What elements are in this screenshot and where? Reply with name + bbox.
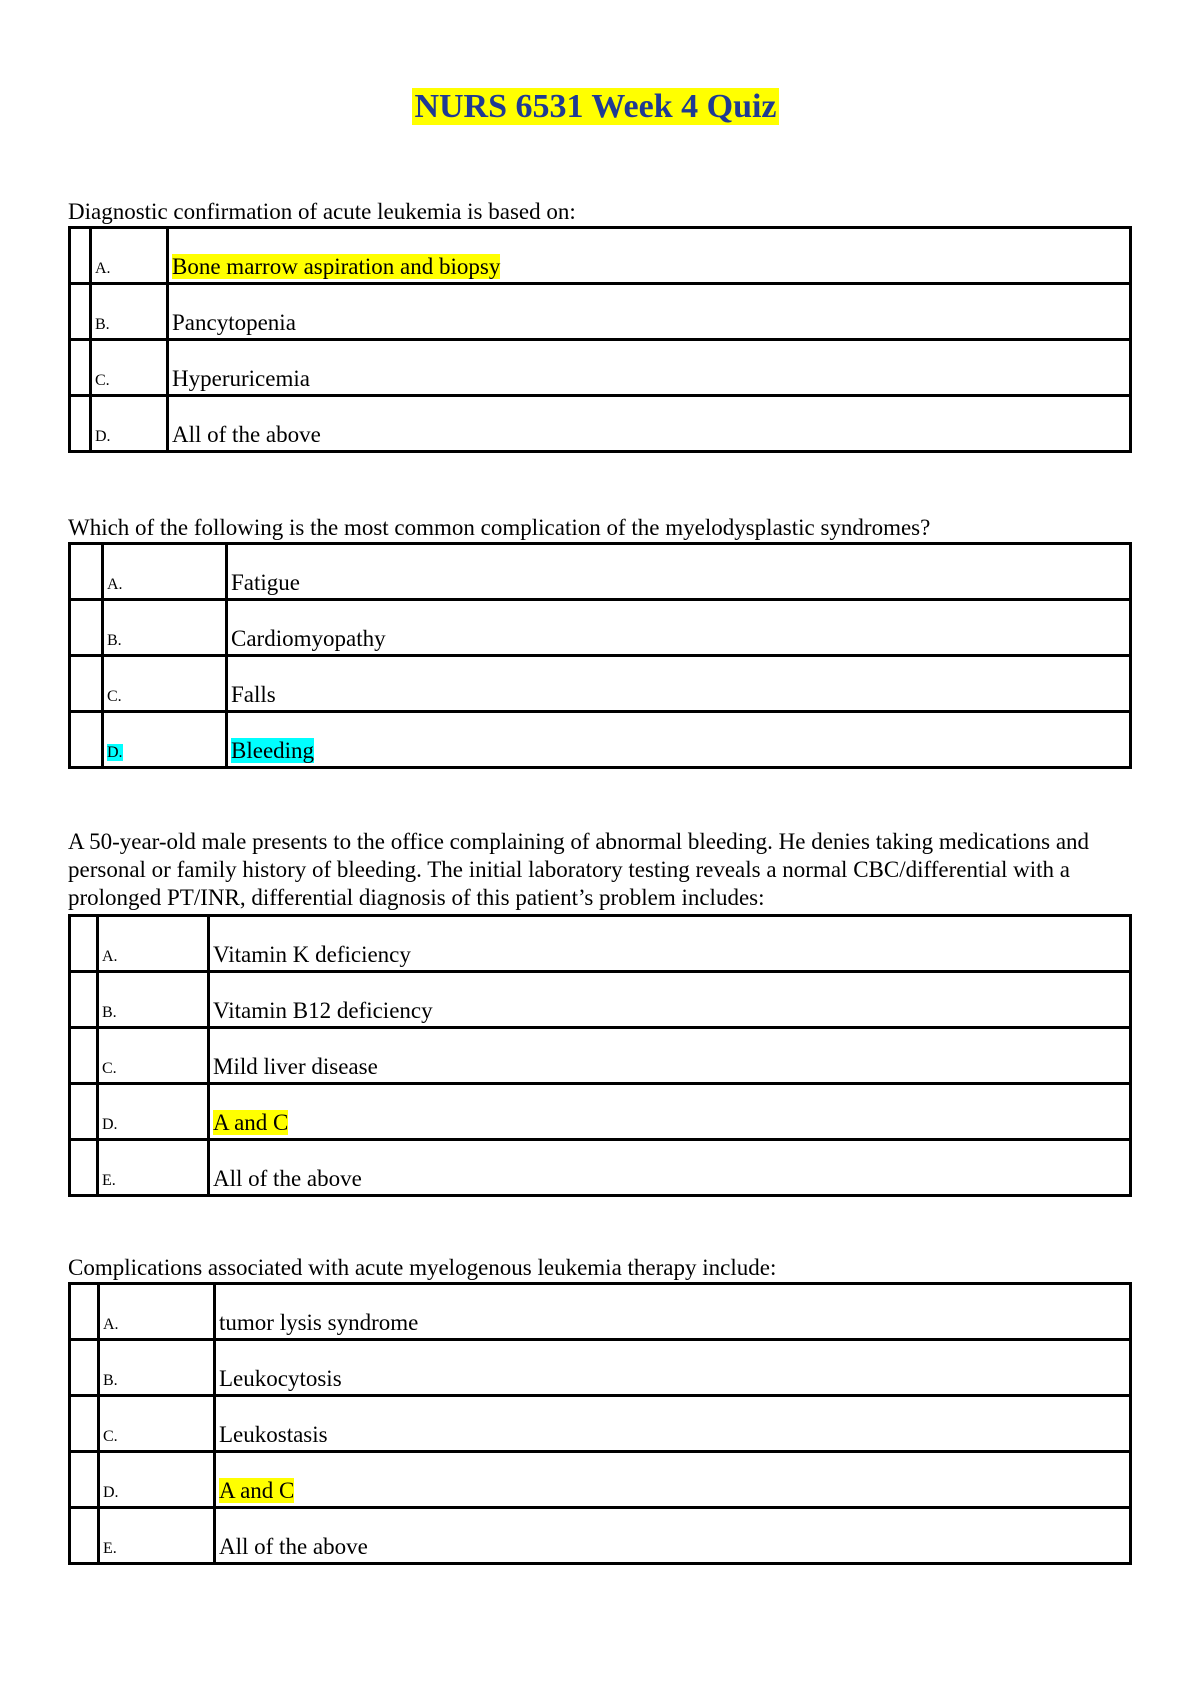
option-text: Falls <box>225 654 1132 713</box>
option-text: Fatigue <box>225 542 1132 601</box>
option-letter: E. <box>96 1138 210 1197</box>
option-row[interactable]: A. Bone marrow aspiration and biopsy <box>68 226 1132 285</box>
option-letter: A. <box>96 914 210 973</box>
option-text: Bone marrow aspiration and biopsy <box>166 226 1132 285</box>
question-4-options: A. tumor lysis syndrome B. Leukocytosis … <box>68 1282 1132 1565</box>
option-letter: A. <box>89 226 169 285</box>
answer-highlight: Bone marrow aspiration and biopsy <box>172 254 501 279</box>
option-letter: A. <box>101 542 228 601</box>
option-text: Leukocytosis <box>213 1338 1132 1397</box>
option-row[interactable]: C. Falls <box>68 654 1132 713</box>
option-row[interactable]: D. Bleeding <box>68 710 1132 769</box>
option-text: Leukostasis <box>213 1394 1132 1453</box>
question-3-prompt: A 50-year-old male presents to the offic… <box>68 829 1090 910</box>
option-letter: D. <box>89 394 169 453</box>
option-letter: A. <box>97 1282 216 1341</box>
option-letter: C. <box>89 338 169 397</box>
option-row[interactable]: A. Fatigue <box>68 542 1132 601</box>
option-text: A and C <box>207 1082 1132 1141</box>
option-row[interactable]: B. Leukocytosis <box>68 1338 1132 1397</box>
option-row[interactable]: C. Hyperuricemia <box>68 338 1132 397</box>
option-text: Pancytopenia <box>166 282 1132 341</box>
option-text: All of the above <box>166 394 1132 453</box>
question-4-prompt: Complications associated with acute myel… <box>68 1255 777 1280</box>
option-row[interactable]: A. Vitamin K deficiency <box>68 914 1132 973</box>
option-letter: B. <box>97 1338 216 1397</box>
option-text: Vitamin K deficiency <box>207 914 1132 973</box>
question-2-options: A. Fatigue B. Cardiomyopathy C. Falls D.… <box>68 542 1132 769</box>
answer-highlight: A and C <box>213 1110 289 1135</box>
answer-highlight: Bleeding <box>231 738 315 763</box>
option-text: Cardiomyopathy <box>225 598 1132 657</box>
option-text: A and C <box>213 1450 1132 1509</box>
option-letter: C. <box>97 1394 216 1453</box>
page-title: NURS 6531 Week 4 Quiz <box>0 87 1191 127</box>
question-1-options: A. Bone marrow aspiration and biopsy B. … <box>68 226 1132 453</box>
option-letter: D. <box>97 1450 216 1509</box>
option-letter: B. <box>96 970 210 1029</box>
question-3-options: A. Vitamin K deficiency B. Vitamin B12 d… <box>68 914 1132 1197</box>
option-text: Hyperuricemia <box>166 338 1132 397</box>
answer-highlight: D. <box>107 744 123 761</box>
option-letter: C. <box>96 1026 210 1085</box>
option-row[interactable]: D. A and C <box>68 1450 1132 1509</box>
option-letter: B. <box>101 598 228 657</box>
option-row[interactable]: C. Mild liver disease <box>68 1026 1132 1085</box>
option-row[interactable]: E. All of the above <box>68 1138 1132 1197</box>
option-text: tumor lysis syndrome <box>213 1282 1132 1341</box>
option-row[interactable]: D. All of the above <box>68 394 1132 453</box>
option-letter: D. <box>101 710 228 769</box>
option-letter: E. <box>97 1506 216 1565</box>
option-row[interactable]: C. Leukostasis <box>68 1394 1132 1453</box>
option-letter: D. <box>96 1082 210 1141</box>
option-row[interactable]: B. Cardiomyopathy <box>68 598 1132 657</box>
option-text: Bleeding <box>225 710 1132 769</box>
option-row[interactable]: A. tumor lysis syndrome <box>68 1282 1132 1341</box>
option-text: All of the above <box>207 1138 1132 1197</box>
option-text: Vitamin B12 deficiency <box>207 970 1132 1029</box>
option-letter: C. <box>101 654 228 713</box>
option-row[interactable]: B. Vitamin B12 deficiency <box>68 970 1132 1029</box>
option-row[interactable]: E. All of the above <box>68 1506 1132 1565</box>
option-row[interactable]: D. A and C <box>68 1082 1132 1141</box>
question-1-prompt: Diagnostic confirmation of acute leukemi… <box>68 199 576 224</box>
question-2-prompt: Which of the following is the most commo… <box>68 515 931 540</box>
option-text: All of the above <box>213 1506 1132 1565</box>
option-text: Mild liver disease <box>207 1026 1132 1085</box>
option-letter: B. <box>89 282 169 341</box>
title-text: NURS 6531 Week 4 Quiz <box>412 88 779 125</box>
option-row[interactable]: B. Pancytopenia <box>68 282 1132 341</box>
answer-highlight: A and C <box>219 1478 295 1503</box>
